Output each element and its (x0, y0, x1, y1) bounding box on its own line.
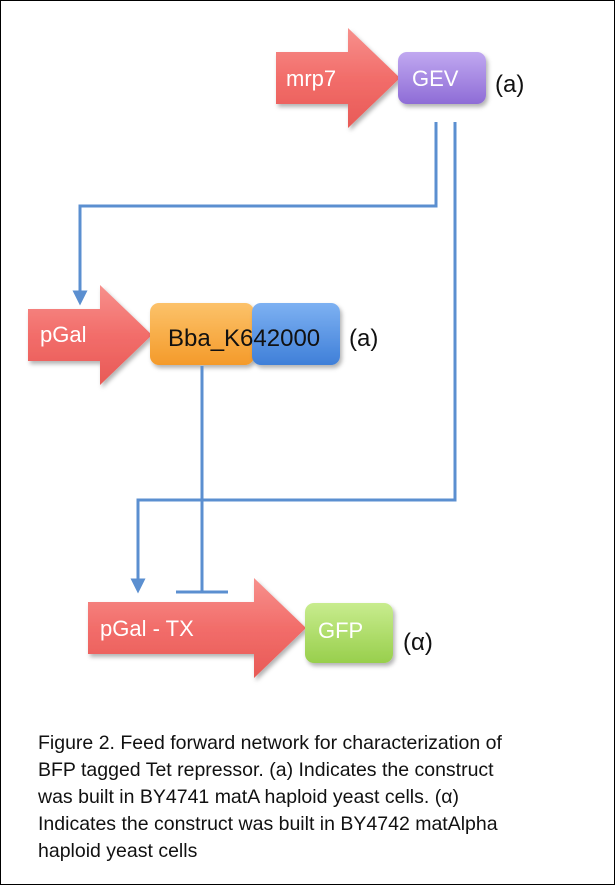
bba-strain-tag: (a) (349, 325, 378, 352)
bfp-box (252, 303, 340, 365)
figure-caption: Figure 2. Feed forward network for chara… (38, 730, 578, 865)
caption-line: Figure 2. Feed forward network for chara… (38, 732, 502, 754)
caption-line: Indicates the construct was built in BY4… (38, 813, 498, 835)
pgal-label: pGal (40, 322, 86, 347)
bba-box (150, 303, 254, 365)
gev-to-pgal-activation-connector (72, 122, 438, 306)
gev-to-pgal-tx-activation-connector (130, 122, 457, 594)
caption-line: was built in BY4741 matA haploid yeast c… (38, 786, 459, 808)
gev-label: GEV (412, 66, 459, 91)
caption-line: BFP tagged Tet repressor. (a) Indicates … (38, 759, 494, 781)
gfp-strain-tag: (α) (403, 629, 433, 656)
gfp-label: GFP (318, 618, 363, 643)
pgal-tx-label: pGal - TX (100, 616, 194, 641)
caption-line: haploid yeast cells (38, 840, 198, 862)
bba-label: Bba_K642000 (168, 325, 320, 352)
mrp7-promoter-arrow (276, 28, 400, 128)
mrp7-label: mrp7 (286, 66, 336, 91)
gev-box (398, 52, 486, 104)
pgal-tx-promoter-arrow (88, 578, 306, 678)
gfp-box (305, 603, 393, 663)
pgal-promoter-arrow (28, 285, 152, 385)
gev-strain-tag: (a) (495, 71, 524, 98)
